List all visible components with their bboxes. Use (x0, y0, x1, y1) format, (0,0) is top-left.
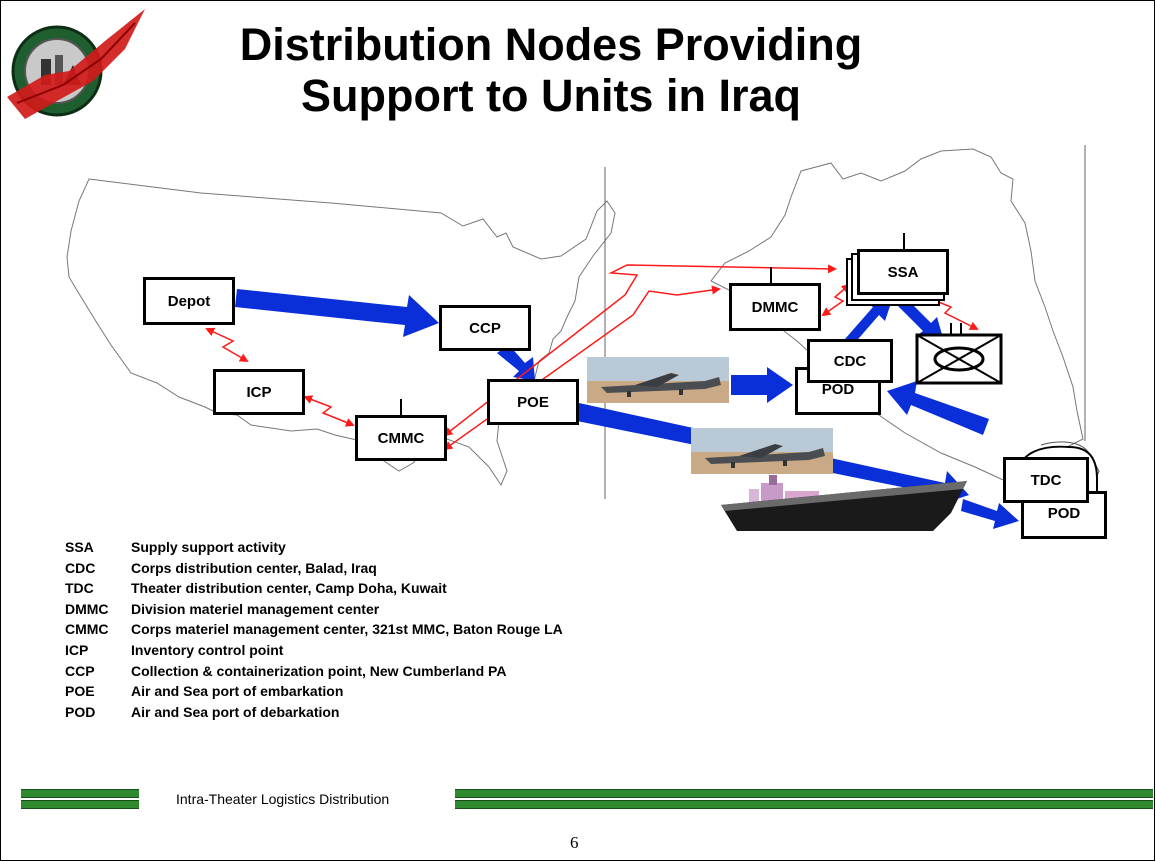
node-cmmc: CMMC (355, 415, 447, 461)
info-arrow-icp-cmmc (303, 395, 355, 427)
node-poe: POE (487, 379, 579, 425)
legend-description: Collection & containerization point, New… (131, 662, 507, 679)
footer-bar-left (21, 789, 139, 811)
flow-arrow-depot-ccp (235, 289, 439, 337)
armor-unit-symbol (915, 323, 1003, 385)
legend-code: CCP (65, 662, 95, 679)
legend-description: Theater distribution center, Camp Doha, … (131, 580, 447, 597)
army-science-board-logo (7, 9, 145, 119)
info-arrow-depot-icp (205, 327, 249, 363)
legend-description: Air and Sea port of debarkation (131, 703, 340, 720)
cargo-ship (721, 475, 967, 531)
footer-text: Intra-Theater Logistics Distribution (176, 791, 390, 807)
page-number: 6 (570, 833, 579, 852)
slide-title: Distribution Nodes Providing Support to … (181, 19, 921, 121)
legend-description: Inventory control point (131, 641, 284, 658)
node-tdc: TDC (1003, 457, 1089, 503)
flow-arrow-sea-pod (961, 499, 1019, 529)
aircraft-photo-1 (587, 357, 729, 403)
legend-description: Supply support activity (131, 539, 286, 555)
title-line-1: Distribution Nodes Providing (239, 19, 863, 70)
legend-code: CDC (65, 559, 96, 576)
info-arrow-cmmc-ssa (443, 264, 837, 437)
legend-description: Division materiel management center (131, 600, 380, 617)
flow-arrow-tdc-cdc (887, 381, 989, 435)
node-cdc: CDC (807, 339, 893, 383)
legend-code: CMMC (65, 621, 109, 638)
node-pod-sea-label: POD (1047, 505, 1081, 522)
legend-code: SSA (65, 539, 94, 555)
legend-code: POD (65, 703, 96, 720)
node-dmmc: DMMC (729, 283, 821, 331)
legend-description: Air and Sea port of embarkation (131, 683, 344, 700)
legend-code: ICP (65, 641, 89, 658)
flow-arrow-poe-pod (731, 367, 793, 403)
info-arrow-ssa-unit (929, 297, 979, 330)
info-arrow-dmmc-ssa (821, 283, 851, 317)
legend-description: Corps materiel management center, 321st … (131, 621, 563, 638)
legend-code: POE (65, 683, 95, 700)
kuwait-outline (1040, 441, 1100, 494)
footer-bar-right (455, 789, 1153, 811)
legend-code: TDC (65, 580, 94, 597)
node-depot: Depot (143, 277, 235, 325)
node-ccp: CCP (439, 305, 531, 351)
legend-description: Corps distribution center, Balad, Iraq (131, 559, 377, 576)
title-line-2: Support to Units in Iraq (301, 70, 801, 121)
node-pod-air-label: POD (821, 381, 855, 398)
node-icp: ICP (213, 369, 305, 415)
node-ssa: SSA (857, 249, 949, 295)
aircraft-photo-2 (691, 428, 833, 474)
legend-code: DMMC (65, 600, 109, 617)
us-map-outline (66, 178, 616, 487)
info-arrows (205, 264, 979, 451)
